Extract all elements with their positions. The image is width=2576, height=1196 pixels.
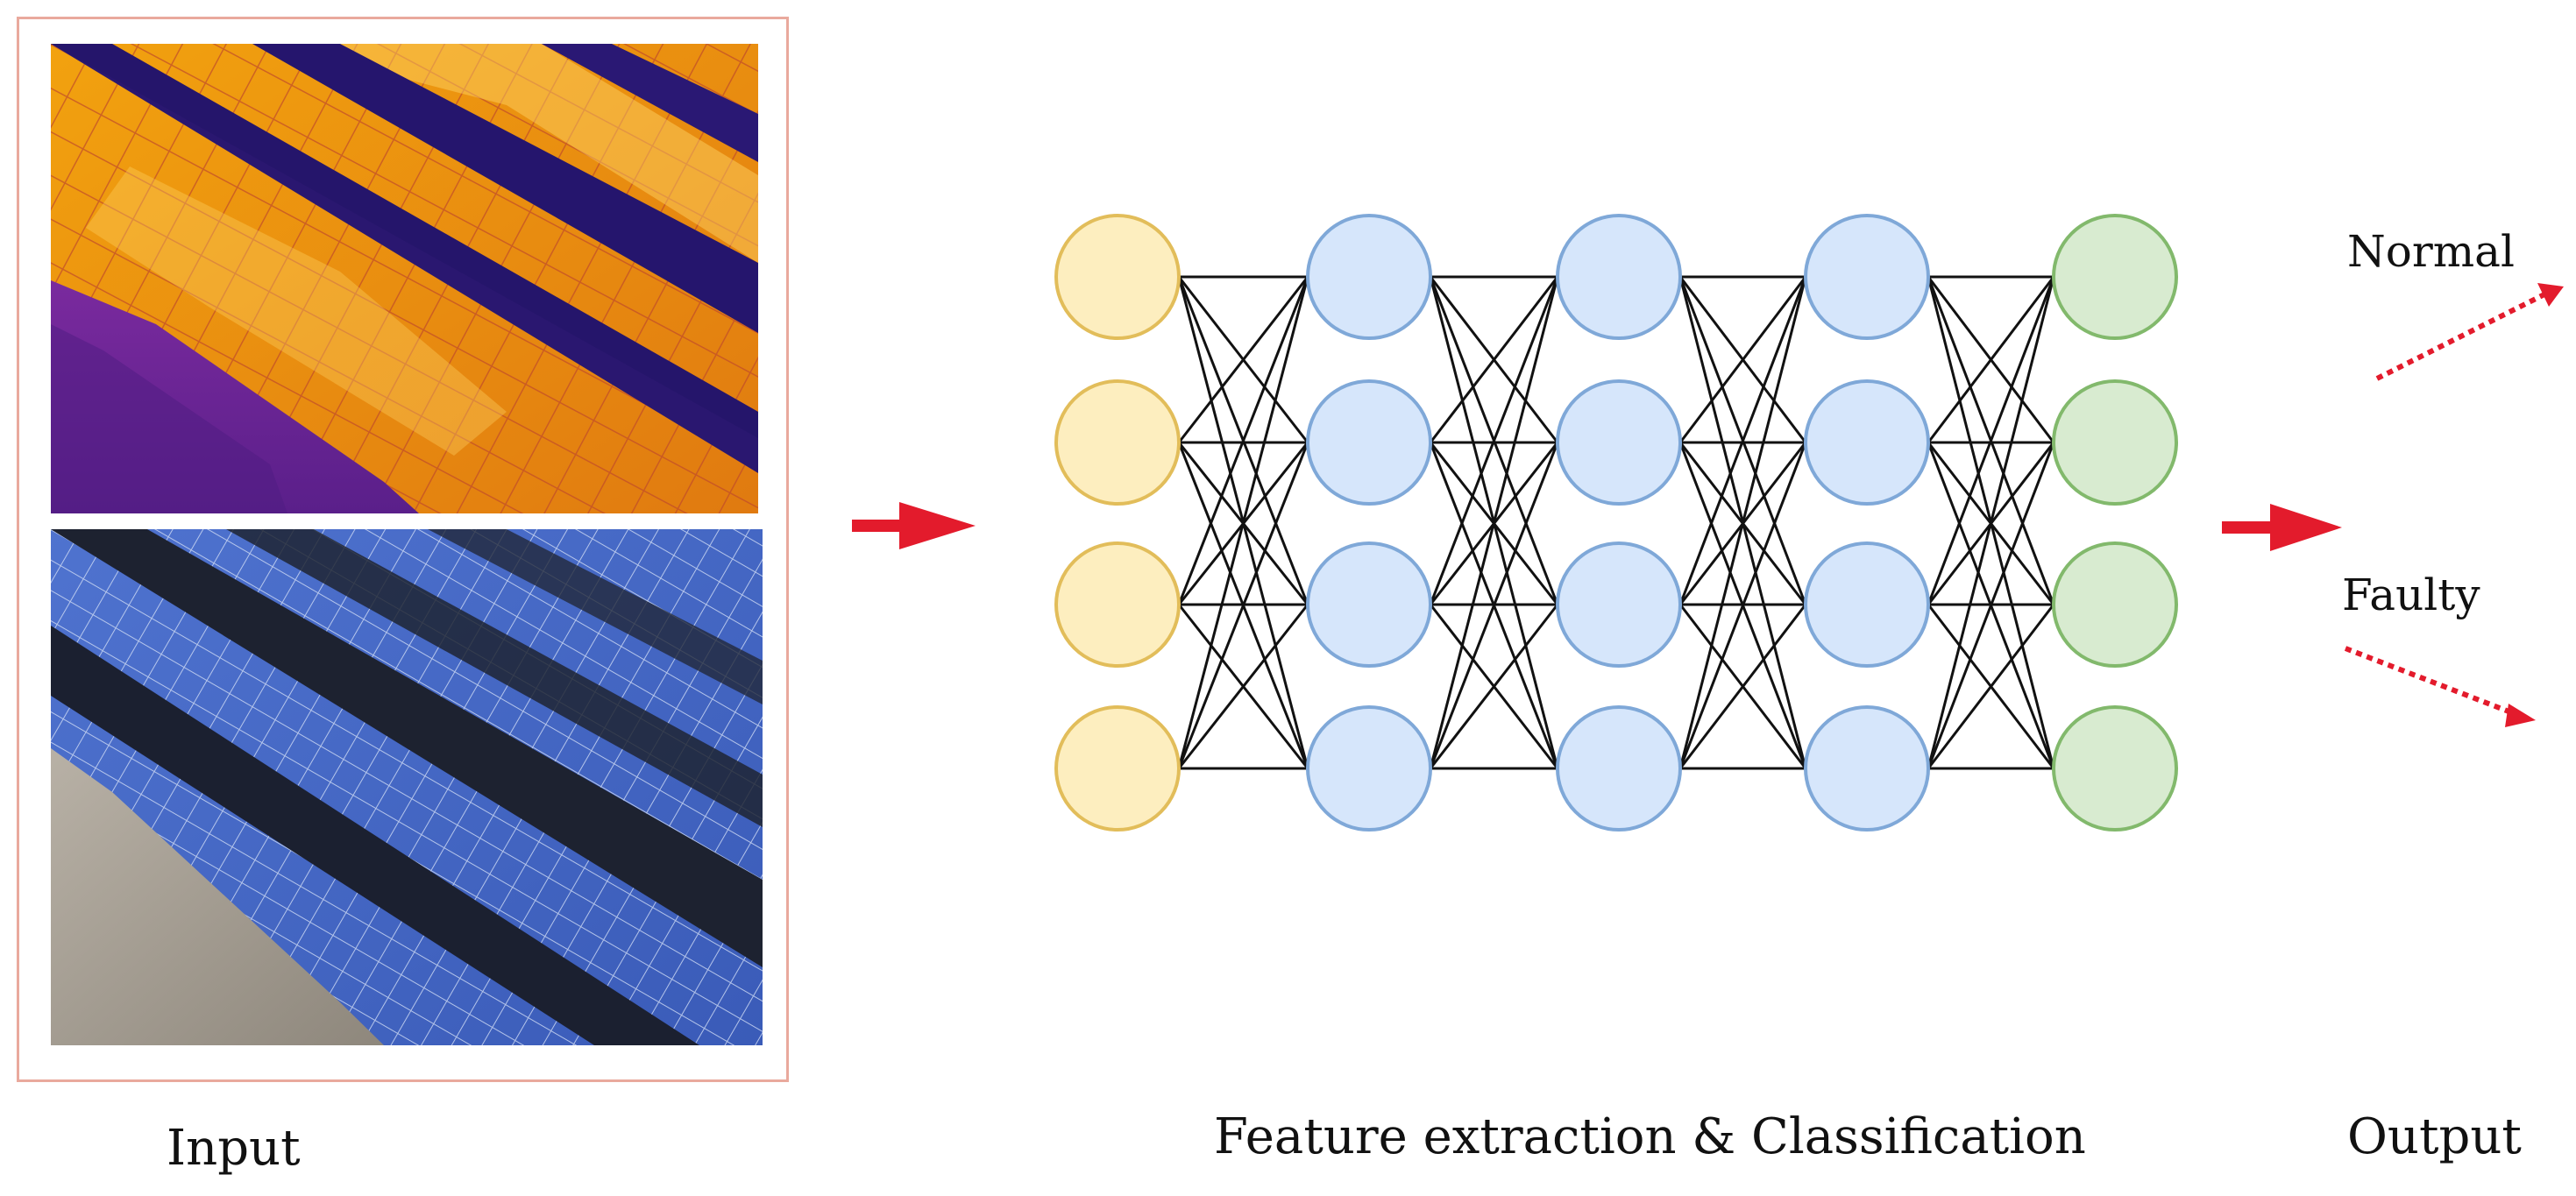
edge-l1-0-2 [1429,276,1559,605]
edge-l0-3-1 [1177,442,1309,769]
edge-l2-1-0 [1678,276,1807,443]
edge-l0-1-0 [1177,276,1309,443]
edge-l2-2-0 [1678,276,1807,605]
edge-l1-0-1 [1429,276,1559,443]
edge-l2-2-1 [1678,442,1807,605]
edge-l0-0-3 [1177,276,1309,769]
network-edges [1177,275,2055,770]
edge-l2-0-1 [1678,276,1807,443]
hidden-node-2-3 [1556,705,1682,832]
edge-l1-3-1 [1429,442,1559,769]
edge-l1-3-0 [1429,276,1559,769]
edge-l3-0-1 [1927,276,2055,443]
edge-l3-3-0 [1927,276,2055,769]
edge-l0-2-1 [1177,442,1309,605]
output-node-4-3 [2052,705,2178,832]
hidden-node-2-2 [1556,541,1682,668]
input-node-0-1 [1054,379,1181,506]
hidden-node-1-1 [1306,379,1432,506]
edge-l2-3-0 [1678,276,1807,769]
hidden-node-2-1 [1556,379,1682,506]
edge-l1-2-0 [1429,276,1559,605]
hidden-node-3-3 [1804,705,1930,832]
hidden-node-1-2 [1306,541,1432,668]
edge-l1-3-2 [1429,604,1559,769]
hidden-node-2-0 [1556,214,1682,340]
hidden-node-3-2 [1804,541,1930,668]
input-node-0-0 [1054,214,1181,340]
output-node-4-1 [2052,379,2178,506]
edge-l3-1-3 [1927,442,2055,769]
input-arrow-icon [852,502,976,549]
edge-l2-1-3 [1678,442,1807,769]
input-node-0-2 [1054,541,1181,668]
edge-l2-2-3 [1678,604,1807,769]
feature-caption: Feature extraction & Classification [1214,1108,2086,1165]
edge-l3-0-2 [1927,276,2055,605]
edge-l0-1-2 [1177,442,1309,605]
edge-l3-2-3 [1927,604,2055,769]
output-node-4-0 [2052,214,2178,340]
edge-l3-0-3 [1927,276,2055,769]
output-node-4-2 [2052,541,2178,668]
visual-image [51,529,763,1045]
faulty-dotted-arrow-icon [2344,646,2536,727]
edge-l3-3-2 [1927,604,2055,769]
edge-l1-2-1 [1429,442,1559,605]
thermal-image [51,44,758,513]
edge-l3-3-1 [1927,442,2055,769]
normal-dotted-arrow-icon [2375,283,2564,381]
edge-l1-1-2 [1429,442,1559,605]
edge-l0-1-3 [1177,442,1309,769]
edge-l3-2-0 [1927,276,2055,605]
hidden-node-1-0 [1306,214,1432,340]
edge-l2-0-2 [1678,276,1807,605]
edge-l2-3-2 [1678,604,1807,769]
output-caption: Output [2347,1108,2522,1165]
edge-l3-2-1 [1927,442,2055,605]
network-nodes [1054,214,2178,832]
edge-l0-0-2 [1177,276,1309,605]
edge-l0-3-0 [1177,276,1309,769]
edge-l2-3-1 [1678,442,1807,769]
input-node-0-3 [1054,705,1181,832]
edge-l1-1-3 [1429,442,1559,769]
edge-l3-1-2 [1927,442,2055,605]
edge-l1-1-0 [1429,276,1559,443]
edge-l1-0-3 [1429,276,1559,769]
input-caption: Input [167,1120,301,1177]
hidden-node-3-1 [1804,379,1930,506]
edge-l0-3-2 [1177,604,1309,769]
edge-l0-2-3 [1177,604,1309,769]
edge-l3-1-0 [1927,276,2055,443]
hidden-node-3-0 [1804,214,1930,340]
edge-l1-2-3 [1429,604,1559,769]
output-label-normal: Normal [2347,226,2515,277]
output-label-faulty: Faulty [2342,570,2480,620]
hidden-node-1-3 [1306,705,1432,832]
edge-l2-0-3 [1678,276,1807,769]
edge-l2-1-2 [1678,442,1807,605]
edge-l0-0-1 [1177,276,1309,443]
output-arrow-icon [2222,504,2342,551]
edge-l0-2-0 [1177,276,1309,605]
